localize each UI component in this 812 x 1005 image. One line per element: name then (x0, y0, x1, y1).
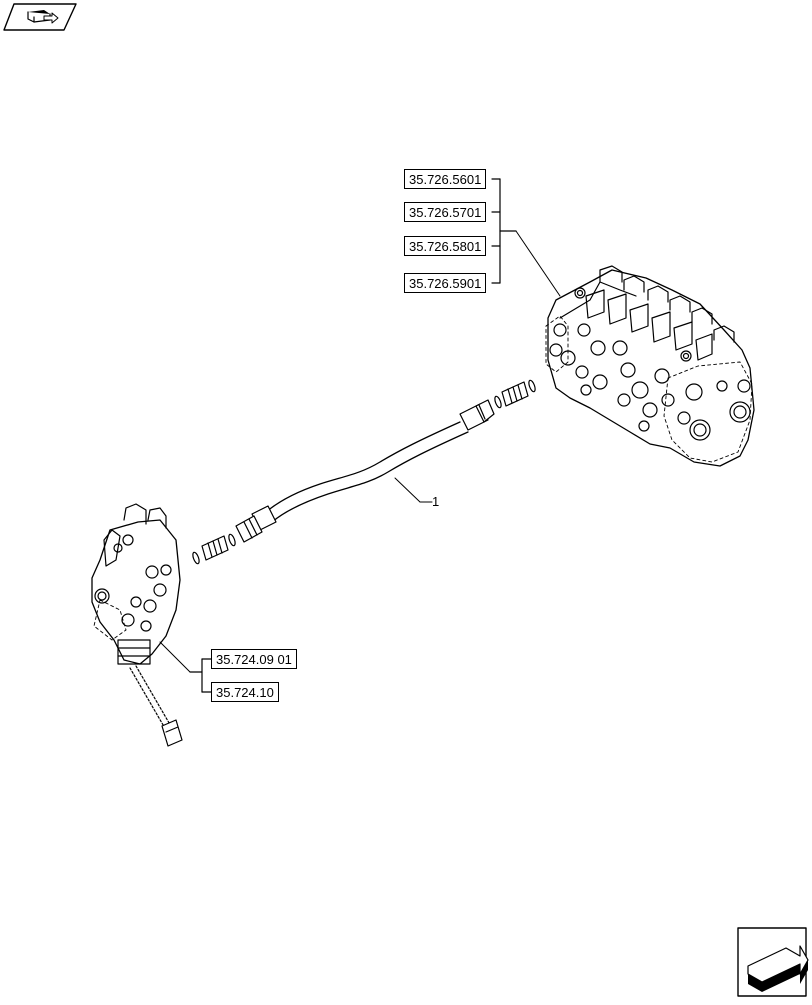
lower-fittings (192, 533, 236, 565)
reference-box-35-726-5701[interactable]: 35.726.5701 (404, 202, 487, 222)
callout-leader (394, 477, 433, 503)
reference-box-35-724-09-01[interactable]: 35.724.09 01 (211, 649, 297, 669)
reference-box-35-726-5801[interactable]: 35.726.5801 (404, 236, 487, 256)
hose-assembly (235, 399, 495, 543)
pilot-control-valve (91, 503, 183, 747)
book-arrow-icon[interactable] (3, 3, 77, 31)
reference-box-35-726-5601[interactable]: 35.726.5601 (404, 169, 487, 189)
reference-box-35-724-10[interactable]: 35.724.10 (211, 682, 279, 702)
main-control-valve (545, 265, 755, 467)
next-page-arrow-icon[interactable] (737, 927, 809, 997)
callout-number: 1 (432, 494, 440, 509)
upper-reference-bracket (491, 178, 561, 297)
upper-fittings (494, 379, 536, 409)
reference-box-35-726-5901[interactable]: 35.726.5901 (404, 273, 487, 293)
lower-reference-bracket (159, 641, 212, 693)
